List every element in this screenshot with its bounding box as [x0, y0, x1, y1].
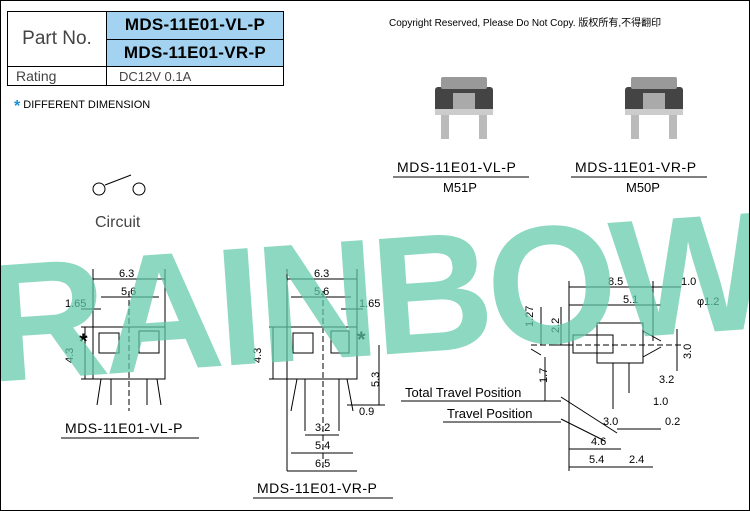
dim-left-offset: 1.65	[65, 298, 86, 310]
middle-view-drawing	[269, 269, 385, 472]
different-dimension-legend: * DIFFERENT DIMENSION	[14, 98, 150, 116]
asterisk-icon: *	[14, 98, 21, 115]
product-code-vr: M50P	[626, 180, 660, 195]
dim-mid-width-pitch: 5.6	[314, 286, 329, 298]
dim-side-d5: 4.6	[591, 436, 606, 448]
dim-side-d6: 5.4	[589, 454, 604, 466]
part-no-label: Part No.	[7, 11, 107, 67]
product-photo-vr	[625, 77, 683, 139]
legend-text: DIFFERENT DIMENSION	[23, 99, 151, 111]
dim-mid-offset: 1.65	[359, 298, 380, 310]
dim-side-d1: 3.2	[659, 374, 674, 386]
dim-mid-leg: 5.3	[370, 372, 382, 387]
circuit-label: Circuit	[95, 214, 141, 231]
product-code-vl: M51P	[443, 180, 477, 195]
product-model-vl: MDS-11E01-VL-P	[397, 159, 516, 175]
part-number-vl: MDS-11E01-VL-P	[106, 11, 284, 40]
dim-side-low: 1.7	[538, 368, 550, 383]
travel-position-label: Travel Position	[447, 406, 533, 421]
dim-side-h2: 2.2	[550, 318, 562, 333]
dim-side-d2: 1.0	[653, 396, 668, 408]
different-dimension-mark-left: *	[79, 329, 88, 354]
dim-side-length-body: 5.1	[623, 294, 638, 306]
dim-left-height: 4.3	[64, 348, 76, 363]
side-view-drawing	[530, 281, 681, 471]
circuit-switch-symbol	[92, 174, 146, 196]
rainbow-watermark: RAINBOW	[1, 176, 749, 418]
dim-side-length-total: 8.5	[608, 276, 623, 288]
dim-side-d7: 2.4	[629, 454, 644, 466]
dim-side-hole: φ1.2	[697, 296, 719, 308]
spec-table: Part No. MDS-11E01-VL-P MDS-11E01-VR-P R…	[7, 11, 284, 86]
dim-mid-height: 4.3	[252, 348, 264, 363]
dim-left-width-total: 6.3	[119, 268, 134, 280]
dim-mid-width-total: 6.3	[314, 268, 329, 280]
dim-left-width-pitch: 5.6	[121, 286, 136, 298]
middle-view-caption: MDS-11E01-VR-P	[257, 480, 377, 496]
dim-side-d3: 3.0	[603, 416, 618, 428]
rating-value: DC12V 0.1A	[106, 66, 284, 86]
dim-side-d4: 0.2	[665, 416, 680, 428]
left-view-drawing	[81, 269, 166, 411]
product-model-vr: MDS-11E01-VR-P	[575, 159, 697, 175]
dim-mid-overall: 6.5	[315, 458, 330, 470]
dim-side-h3: 3.0	[682, 344, 694, 359]
dim-mid-inner: 3.2	[315, 422, 330, 434]
dim-side-tip: 1.0	[681, 276, 696, 288]
left-view-caption: MDS-11E01-VL-P	[65, 420, 183, 436]
dim-side-h1: 1.27	[524, 306, 536, 327]
part-number-vr: MDS-11E01-VR-P	[106, 38, 284, 67]
product-photo-vl	[435, 77, 493, 139]
different-dimension-mark-right: *	[357, 327, 366, 352]
dim-mid-gap: 0.9	[359, 406, 374, 418]
total-travel-position-label: Total Travel Position	[405, 385, 521, 400]
copyright-notice: Copyright Reserved, Please Do Not Copy. …	[389, 18, 662, 29]
dim-mid-pitch: 5.4	[315, 440, 330, 452]
